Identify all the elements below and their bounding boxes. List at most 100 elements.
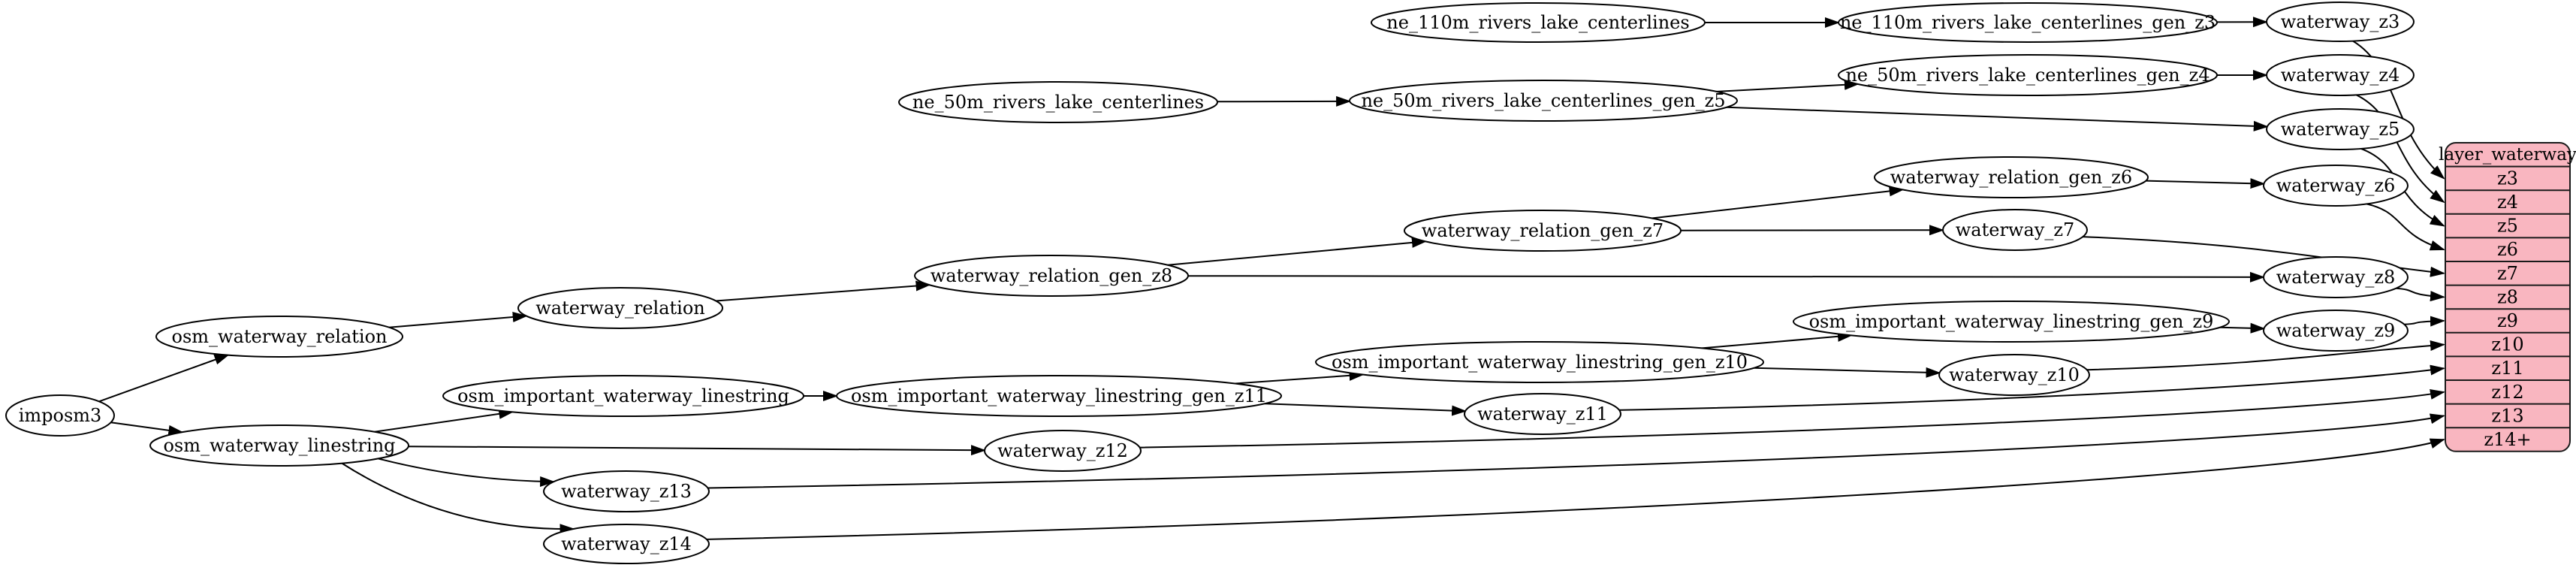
node-label-ne_50m_rivers_lake_centerlines: ne_50m_rivers_lake_centerlines xyxy=(912,92,1204,113)
node-label-waterway_z11: waterway_z11 xyxy=(1477,403,1608,424)
edge-osm_important_waterway_linestring_gen_z10-to-osm_important_waterway_linestring_gen_z9 xyxy=(1702,335,1851,348)
node-label-waterway_relation: waterway_relation xyxy=(535,298,704,319)
node-label-waterway_z10: waterway_z10 xyxy=(1949,364,2080,385)
node-label-waterway_z13: waterway_z13 xyxy=(561,481,692,502)
edges-layer xyxy=(99,22,2444,539)
node-waterway_relation_gen_z6: waterway_relation_gen_z6 xyxy=(1875,157,2148,198)
table-row-z6: z6 xyxy=(2497,239,2518,260)
node-ne_110m_rivers_lake_centerlines_gen_z3: ne_110m_rivers_lake_centerlines_gen_z3 xyxy=(1838,3,2217,42)
edge-imposm3-to-osm_waterway_linestring xyxy=(111,422,182,432)
edge-osm_important_waterway_linestring_gen_z11-to-osm_important_waterway_linestring_gen_z10 xyxy=(1235,375,1362,384)
edge-ne_50m_rivers_lake_centerlines_gen_z5-to-waterway_z5 xyxy=(1727,107,2267,127)
node-label-osm_waterway_linestring: osm_waterway_linestring xyxy=(163,435,395,456)
edge-waterway_relation-to-waterway_relation_gen_z8 xyxy=(716,285,929,301)
edge-osm_waterway_linestring-to-waterway_z14 xyxy=(342,464,573,529)
node-osm_important_waterway_linestring_gen_z11: osm_important_waterway_linestring_gen_z1… xyxy=(837,376,1281,416)
node-ne_50m_rivers_lake_centerlines: ne_50m_rivers_lake_centerlines xyxy=(899,82,1217,122)
table-row-z14+: z14+ xyxy=(2484,429,2531,450)
table-row-z13: z13 xyxy=(2491,405,2523,426)
node-label-waterway_relation_gen_z7: waterway_relation_gen_z7 xyxy=(1422,220,1664,241)
node-ne_50m_rivers_lake_centerlines_gen_z4: ne_50m_rivers_lake_centerlines_gen_z4 xyxy=(1838,55,2217,95)
edge-waterway_z14-to-layer-z14+ xyxy=(707,440,2444,539)
node-waterway_relation: waterway_relation xyxy=(518,288,722,328)
node-label-waterway_relation_gen_z8: waterway_relation_gen_z8 xyxy=(931,265,1172,286)
edge-ne_50m_rivers_lake_centerlines_gen_z5-to-ne_50m_rivers_lake_centerlines_gen_z4 xyxy=(1716,84,1858,92)
table-row-z3: z3 xyxy=(2497,168,2518,189)
node-waterway_z4: waterway_z4 xyxy=(2267,55,2414,95)
node-waterway_z10: waterway_z10 xyxy=(1939,355,2089,395)
node-label-osm_important_waterway_linestring_gen_z9: osm_important_waterway_linestring_gen_z9 xyxy=(1809,311,2214,332)
node-label-ne_110m_rivers_lake_centerlines_gen_z3: ne_110m_rivers_lake_centerlines_gen_z3 xyxy=(1840,12,2216,33)
node-osm_waterway_relation: osm_waterway_relation xyxy=(156,316,403,357)
node-label-waterway_z14: waterway_z14 xyxy=(561,533,692,554)
edge-osm_waterway_linestring-to-waterway_z13 xyxy=(379,458,554,482)
node-ne_50m_rivers_lake_centerlines_gen_z5: ne_50m_rivers_lake_centerlines_gen_z5 xyxy=(1350,80,1737,121)
node-waterway_z14: waterway_z14 xyxy=(544,524,709,563)
node-imposm3: imposm3 xyxy=(6,395,114,436)
edge-osm_important_waterway_linestring_gen_z9-to-waterway_z9 xyxy=(2220,328,2264,329)
table-row-z7: z7 xyxy=(2497,263,2518,284)
table-row-z9: z9 xyxy=(2497,310,2518,331)
table-row-z5: z5 xyxy=(2497,216,2518,237)
node-waterway_z12: waterway_z12 xyxy=(985,431,1141,471)
edge-waterway_z8-to-layer-z8 xyxy=(2396,289,2444,298)
node-osm_important_waterway_linestring_gen_z10: osm_important_waterway_linestring_gen_z1… xyxy=(1316,342,1763,382)
node-label-waterway_z4: waterway_z4 xyxy=(2281,65,2400,86)
node-label-osm_important_waterway_linestring_gen_z10: osm_important_waterway_linestring_gen_z1… xyxy=(1332,352,1748,373)
node-waterway_relation_gen_z7: waterway_relation_gen_z7 xyxy=(1404,210,1681,251)
edge-waterway_relation_gen_z8-to-waterway_z8 xyxy=(1188,276,2264,277)
edge-waterway_z9-to-layer-z9 xyxy=(2404,321,2444,325)
node-label-waterway_z3: waterway_z3 xyxy=(2281,11,2400,32)
edge-waterway_z6-to-layer-z6 xyxy=(2366,204,2444,249)
node-label-ne_50m_rivers_lake_centerlines_gen_z5: ne_50m_rivers_lake_centerlines_gen_z5 xyxy=(1361,90,1725,111)
table-row-z12: z12 xyxy=(2491,382,2523,403)
table-title: layer_waterway xyxy=(2439,145,2576,165)
node-waterway_z9: waterway_z9 xyxy=(2264,310,2408,351)
edge-osm_important_waterway_linestring_gen_z10-to-waterway_z10 xyxy=(1754,368,1940,373)
node-label-ne_50m_rivers_lake_centerlines_gen_z4: ne_50m_rivers_lake_centerlines_gen_z4 xyxy=(1845,65,2210,86)
node-waterway_z7: waterway_z7 xyxy=(1943,210,2087,250)
table-row-z4: z4 xyxy=(2497,192,2518,213)
node-label-waterway_z5: waterway_z5 xyxy=(2281,119,2400,140)
edge-ne_50m_rivers_lake_centerlines-to-ne_50m_rivers_lake_centerlines_gen_z5 xyxy=(1217,101,1350,102)
edge-waterway_z12-to-layer-z12 xyxy=(1140,392,2444,448)
edge-waterway_relation_gen_z7-to-waterway_z7 xyxy=(1681,230,1943,231)
table-row-z8: z8 xyxy=(2497,286,2518,307)
node-waterway_z11: waterway_z11 xyxy=(1464,394,1621,434)
table-row-z10: z10 xyxy=(2491,334,2523,355)
node-label-waterway_relation_gen_z6: waterway_relation_gen_z6 xyxy=(1890,167,2132,188)
node-label-waterway_z8: waterway_z8 xyxy=(2276,267,2396,288)
node-waterway_z3: waterway_z3 xyxy=(2267,2,2414,41)
table-row-z11: z11 xyxy=(2491,358,2523,379)
edge-waterway_relation_gen_z8-to-waterway_relation_gen_z7 xyxy=(1168,241,1425,265)
node-osm_important_waterway_linestring_gen_z9: osm_important_waterway_linestring_gen_z9 xyxy=(1793,301,2229,342)
node-osm_waterway_linestring: osm_waterway_linestring xyxy=(150,425,409,466)
edge-waterway_relation_gen_z7-to-waterway_relation_gen_z6 xyxy=(1651,189,1902,218)
node-label-osm_important_waterway_linestring: osm_important_waterway_linestring xyxy=(457,385,789,406)
edge-imposm3-to-osm_waterway_relation xyxy=(99,355,228,402)
node-waterway_z5: waterway_z5 xyxy=(2267,109,2414,150)
node-label-imposm3: imposm3 xyxy=(19,405,102,426)
node-label-waterway_z6: waterway_z6 xyxy=(2276,175,2396,196)
node-label-waterway_z9: waterway_z9 xyxy=(2276,320,2396,341)
node-label-waterway_z7: waterway_z7 xyxy=(1956,219,2075,240)
node-osm_important_waterway_linestring: osm_important_waterway_linestring xyxy=(443,376,804,416)
node-waterway_z6: waterway_z6 xyxy=(2264,165,2408,206)
edge-osm_important_waterway_linestring_gen_z11-to-waterway_z11 xyxy=(1265,403,1465,411)
edge-waterway_relation_gen_z6-to-waterway_z6 xyxy=(2146,181,2264,184)
edge-osm_waterway_linestring-to-osm_important_waterway_linestring xyxy=(375,412,513,431)
node-label-waterway_z12: waterway_z12 xyxy=(997,440,1128,461)
nodes-layer: imposm3 osm_waterway_relation osm_waterway… xyxy=(6,2,2414,563)
node-waterway_z13: waterway_z13 xyxy=(544,471,709,512)
node-ne_110m_rivers_lake_centerlines: ne_110m_rivers_lake_centerlines xyxy=(1371,3,1705,42)
node-label-osm_important_waterway_linestring_gen_z11: osm_important_waterway_linestring_gen_z1… xyxy=(851,385,1267,406)
node-waterway_z8: waterway_z8 xyxy=(2264,257,2408,298)
node-label-osm_waterway_relation: osm_waterway_relation xyxy=(172,326,388,347)
edge-waterway_z10-to-layer-z10 xyxy=(2087,345,2444,370)
edge-osm_waterway_relation-to-waterway_relation xyxy=(389,316,526,328)
node-waterway_relation_gen_z8: waterway_relation_gen_z8 xyxy=(915,255,1188,296)
node-label-ne_110m_rivers_lake_centerlines: ne_110m_rivers_lake_centerlines xyxy=(1386,12,1689,33)
